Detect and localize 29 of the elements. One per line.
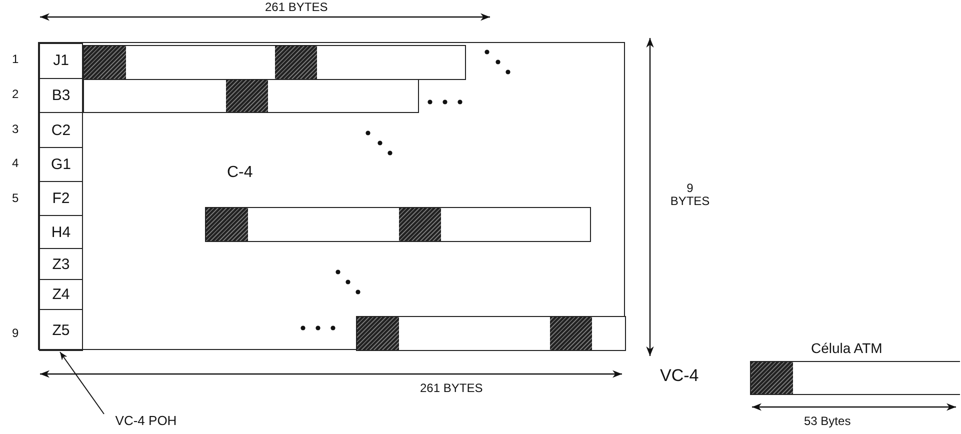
overhead-column xyxy=(39,43,83,351)
payload-title: C-4 xyxy=(227,165,253,180)
overhead-byte-cell: G1 xyxy=(40,148,82,182)
overhead-byte-cell: H4 xyxy=(40,216,82,249)
leader-line xyxy=(60,352,104,414)
cell-row-bar xyxy=(356,316,626,351)
cell-row-bar xyxy=(205,207,591,242)
cell-row-bar xyxy=(83,79,419,113)
row-number: 4 xyxy=(12,156,19,171)
overhead-byte-cell: Z4 xyxy=(40,280,82,310)
overhead-byte-cell: Z3 xyxy=(40,249,82,280)
row-number: 3 xyxy=(12,122,19,137)
frame-caption: VC-4 xyxy=(660,366,699,385)
overhead-byte-cell: C2 xyxy=(40,113,82,148)
dimension-label: 261 BYTES xyxy=(265,0,328,15)
overhead-byte-cell: Z5 xyxy=(40,310,82,351)
overhead-byte-cell: B3 xyxy=(40,79,82,113)
row-number: 2 xyxy=(12,87,19,102)
cell-title: Célula ATM xyxy=(811,341,882,356)
dimension-label: 261 BYTES xyxy=(420,381,483,396)
overhead-byte-cell: F2 xyxy=(40,182,82,216)
leader-caption: VC-4 POH xyxy=(106,412,186,428)
row-number: 1 xyxy=(12,52,19,67)
dimension-label: 9 BYTES xyxy=(669,182,711,208)
dimension-label: 53 Bytes xyxy=(804,414,851,429)
row-number: 9 xyxy=(12,326,19,341)
row-number: 5 xyxy=(12,191,19,206)
cell-row-bar xyxy=(83,45,466,80)
overhead-byte-cell: J1 xyxy=(40,43,82,79)
